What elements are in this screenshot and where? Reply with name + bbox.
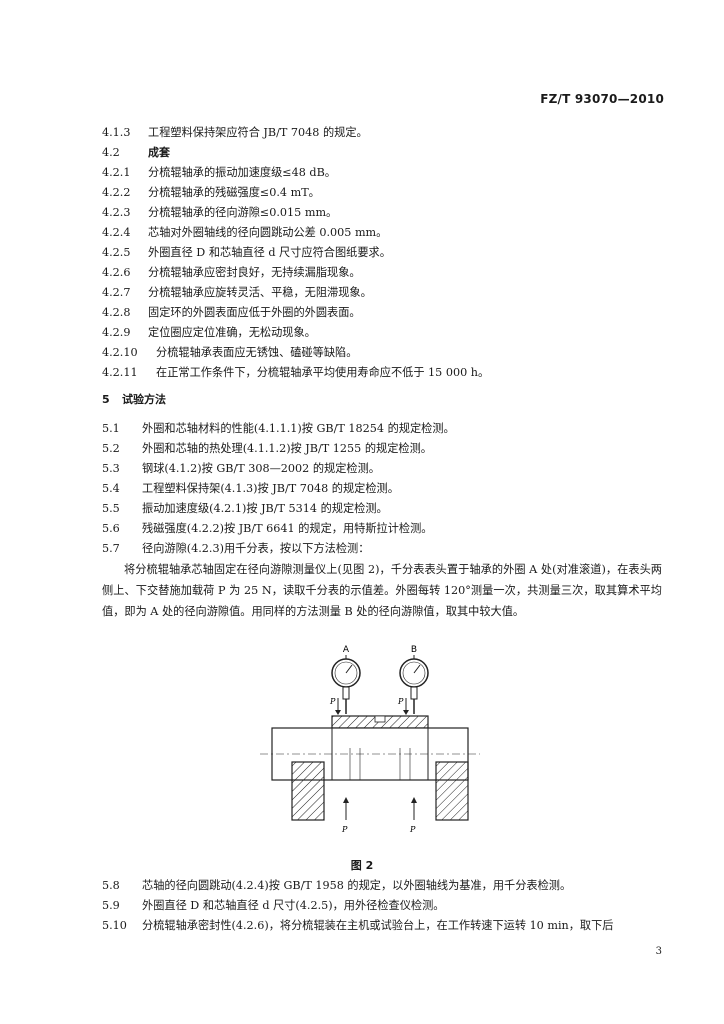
fixture-right xyxy=(435,761,469,821)
label-a: A xyxy=(343,645,350,655)
standard-number: FZ/T 93070—2010 xyxy=(540,92,664,106)
figure-caption: 图 2 xyxy=(350,859,374,872)
test-method-paragraph: 将分梳辊轴承芯轴固定在径向游隙测量仪上(见图 2)，千分表表头置于轴承的外圈 A… xyxy=(102,563,662,618)
fixture-left xyxy=(291,761,325,821)
load-label: P xyxy=(329,697,336,706)
load-label: P xyxy=(397,697,404,706)
radial-clearance-figure: A B P P P P xyxy=(260,645,480,834)
label-b: B xyxy=(411,645,417,655)
load-label: P xyxy=(409,825,416,834)
page-number: 3 xyxy=(655,946,662,957)
load-label: P xyxy=(341,825,348,834)
